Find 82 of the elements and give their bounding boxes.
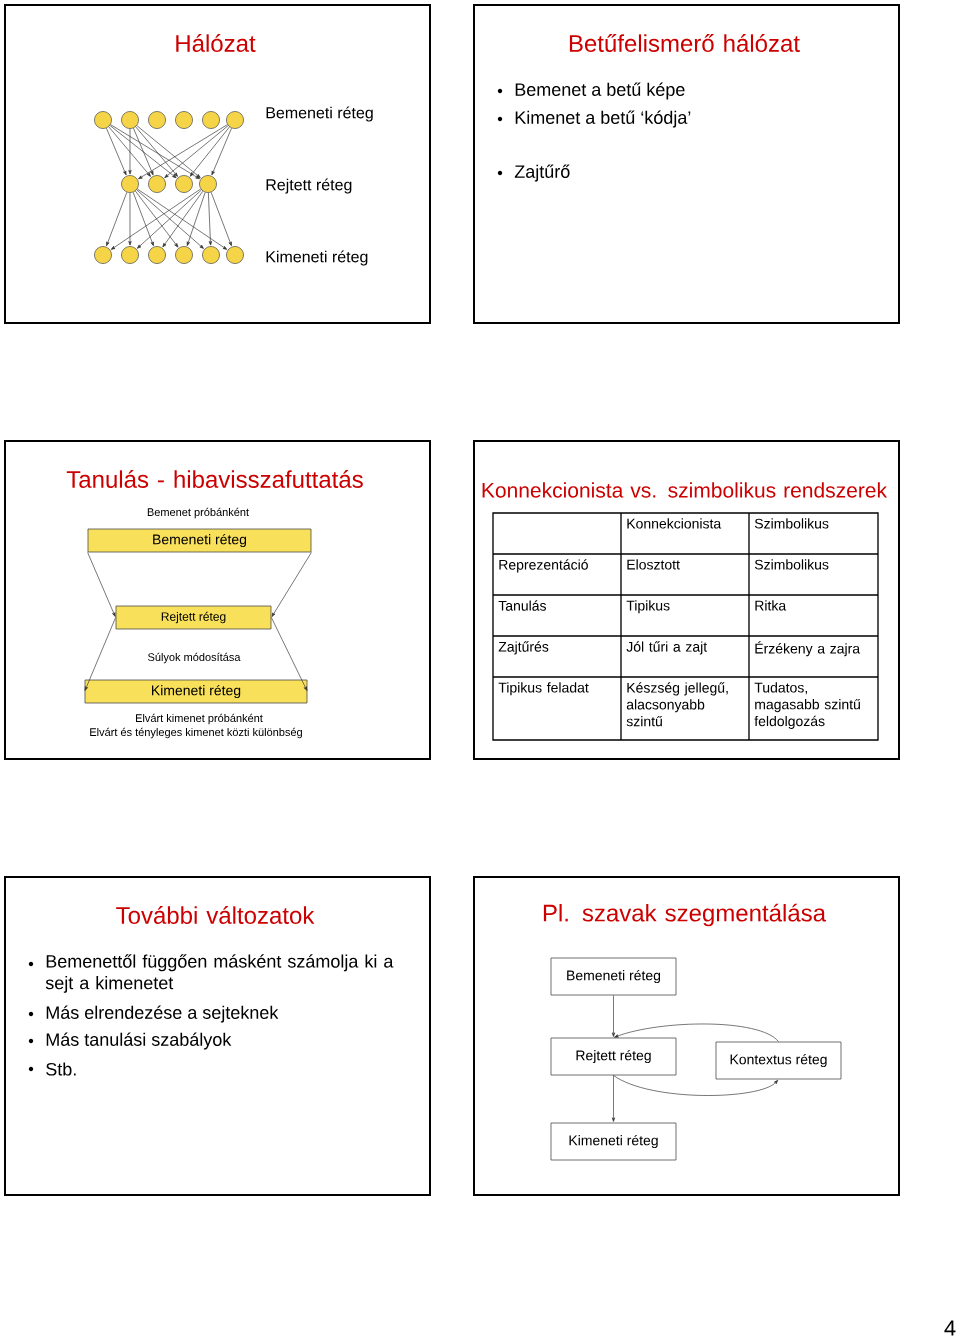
- table-cell: Tipikus feladat: [498, 682, 589, 696]
- arrow: [189, 126, 230, 177]
- bullet-item: Zajtűrő: [497, 164, 570, 182]
- bullet-item: Bemenet a betű képe: [497, 82, 685, 100]
- table-cell: Szimbolikus: [754, 559, 829, 570]
- bullet-item: Más tanulási szabályok: [28, 1032, 232, 1050]
- bullet-item: Bemenettől függően másként számolja ki a sejt a kimenetet: [28, 954, 394, 993]
- arrow: [128, 128, 132, 175]
- arrow: [137, 188, 228, 250]
- table-cell: Ritka: [755, 600, 787, 611]
- layer-box: Kimeneti réteg: [550, 1122, 677, 1161]
- layer-box: Rejtett réteg: [550, 1037, 677, 1076]
- neuron-circle: [121, 175, 139, 193]
- table-cell: Érzékeny a zajra: [755, 641, 861, 657]
- arrow: [128, 192, 132, 246]
- table-cell: Jól tűri a zajt: [626, 641, 708, 655]
- arrow: [109, 125, 177, 179]
- bullet-item: Kimenet a betű ‘kódja’: [497, 110, 691, 128]
- neuron-circle: [121, 246, 139, 264]
- layer-box: Kontextus réteg: [715, 1041, 842, 1080]
- table-cell: Elosztott: [627, 559, 680, 570]
- neuron-circle: [94, 111, 112, 129]
- arrow: [110, 188, 201, 250]
- arrow: [611, 995, 616, 1037]
- bullet-item: Más elrendezése a sejteknek: [28, 1005, 279, 1023]
- note-text: Súlyok módosítása: [148, 652, 241, 664]
- arrow: [208, 192, 213, 246]
- arrow: [611, 1075, 616, 1122]
- arrow: [132, 191, 154, 247]
- neuron-circle: [175, 175, 193, 193]
- neuron-circle: [175, 246, 193, 264]
- arrow: [106, 191, 128, 247]
- neuron-circle: [199, 175, 217, 193]
- bullet-item: Stb.: [28, 1062, 76, 1076]
- neuron-circle: [202, 246, 220, 264]
- note-text: Elvárt és tényleges kimenet közti különbség: [90, 727, 302, 739]
- neuron-circle: [148, 111, 166, 129]
- table-cell: Konnekcionista: [627, 518, 722, 529]
- arrow: [614, 1023, 779, 1042]
- neuron-circle: [226, 111, 244, 129]
- neuron-circle: [148, 246, 166, 264]
- arrow: [162, 190, 204, 248]
- arrow: [164, 125, 229, 179]
- note-text: Bemenet próbánként: [147, 507, 249, 519]
- layer-box: Kimeneti réteg: [84, 679, 308, 704]
- arrow: [106, 127, 127, 176]
- arrow: [138, 124, 228, 180]
- table-cell: Tudatos, magasabb szintű feldolgozás: [754, 682, 861, 729]
- arrow: [135, 126, 178, 177]
- arrow: [271, 552, 312, 617]
- layer-box: Bemeneti réteg: [87, 528, 312, 553]
- arrow: [271, 617, 308, 691]
- layer-box: Rejtett réteg: [115, 605, 272, 630]
- layer-box: Bemeneti réteg: [550, 957, 677, 996]
- neuron-circle: [121, 111, 139, 129]
- table-cell: Tipikus: [626, 600, 670, 614]
- arrow: [84, 617, 116, 691]
- arrow: [135, 190, 179, 248]
- arrow: [108, 126, 151, 177]
- arrow: [613, 1075, 779, 1096]
- arrow: [211, 127, 232, 176]
- layer-label: Kimeneti réteg: [266, 250, 368, 266]
- arrow: [210, 191, 232, 247]
- neuron-circle: [226, 246, 244, 264]
- table-cell: Reprezentáció: [499, 559, 588, 573]
- arrow: [136, 125, 201, 179]
- neuron-circle: [175, 111, 193, 129]
- table-cell: Szimbolikus: [754, 518, 829, 529]
- layer-label: Rejtett réteg: [266, 178, 352, 194]
- table-cell: Zajtűrés: [498, 641, 549, 655]
- neuron-circle: [202, 111, 220, 129]
- arrow: [87, 552, 116, 617]
- page-number: 4: [944, 1320, 956, 1336]
- table-cell: Készség jellegű, alacsonyabb szintű: [626, 682, 728, 727]
- table-cell: Tanulás: [498, 600, 546, 611]
- arrow: [186, 192, 206, 246]
- arrow: [133, 127, 154, 176]
- neuron-circle: [94, 246, 112, 264]
- layer-label: Bemeneti réteg: [266, 106, 373, 122]
- neuron-circle: [148, 175, 166, 193]
- note-text: Elvárt kimenet próbánként: [136, 713, 263, 725]
- arrow: [110, 124, 200, 180]
